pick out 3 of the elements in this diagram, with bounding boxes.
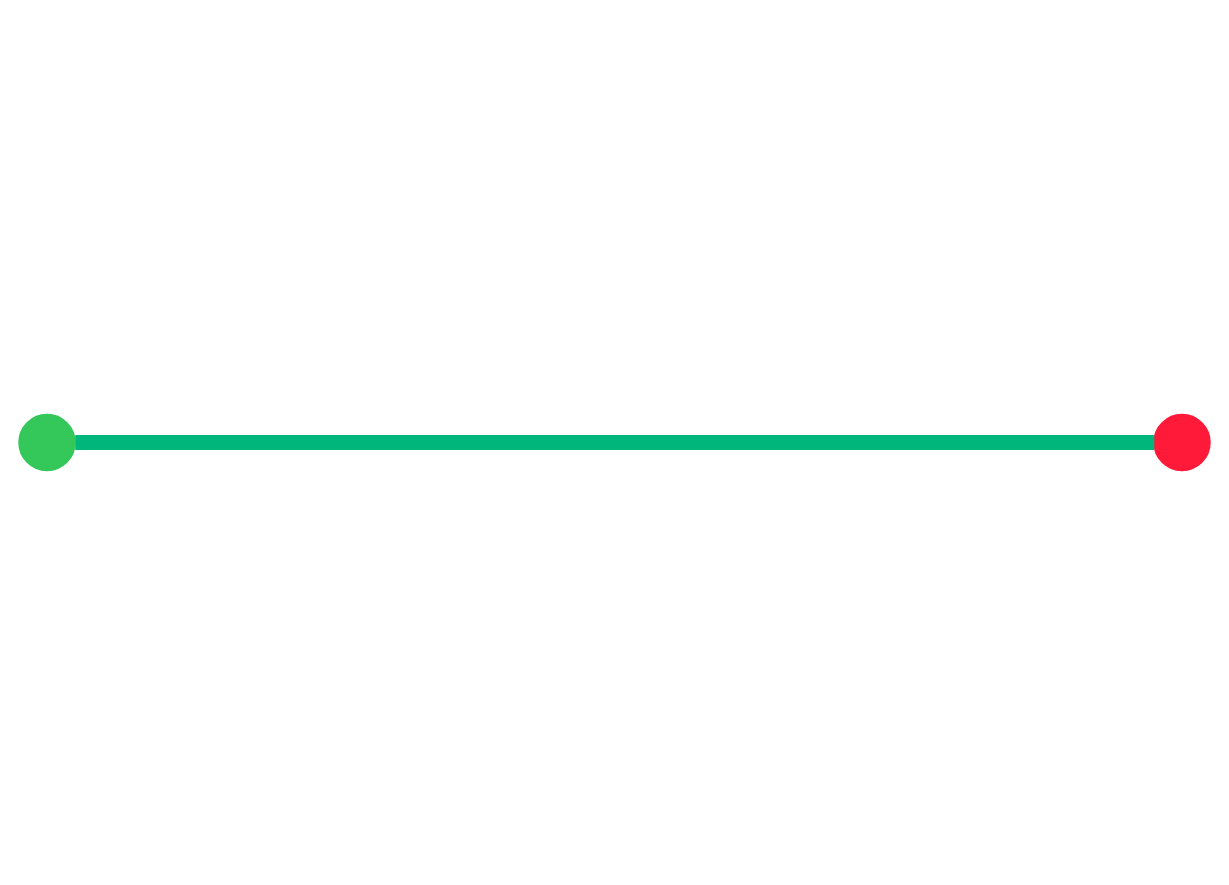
node-circle xyxy=(18,413,76,472)
connector xyxy=(75,435,1155,450)
node-circle xyxy=(1153,413,1211,472)
